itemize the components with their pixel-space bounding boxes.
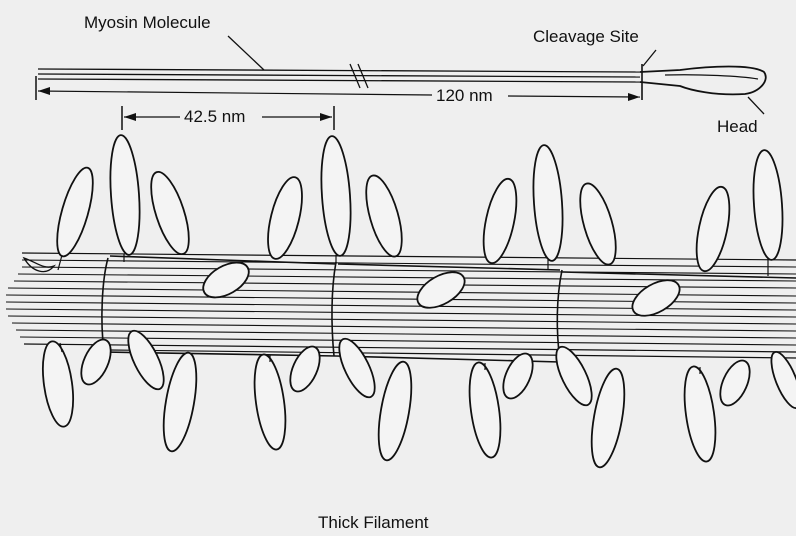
head-leader-line (748, 97, 764, 114)
filament-bundle (6, 253, 796, 358)
spacing-label: 42.5 nm (184, 108, 245, 125)
head-label: Head (717, 118, 758, 135)
myosin-head-shape (640, 67, 766, 95)
myosin-leader-line (228, 36, 264, 70)
cleavage-site-label: Cleavage Site (533, 28, 639, 45)
myosin-molecule (38, 64, 766, 94)
cleavage-leader-line (643, 50, 656, 66)
myosin-molecule-label: Myosin Molecule (84, 14, 211, 31)
length-label: 120 nm (436, 87, 493, 104)
thick-filament (6, 134, 796, 470)
thick-filament-label: Thick Filament (318, 514, 429, 531)
